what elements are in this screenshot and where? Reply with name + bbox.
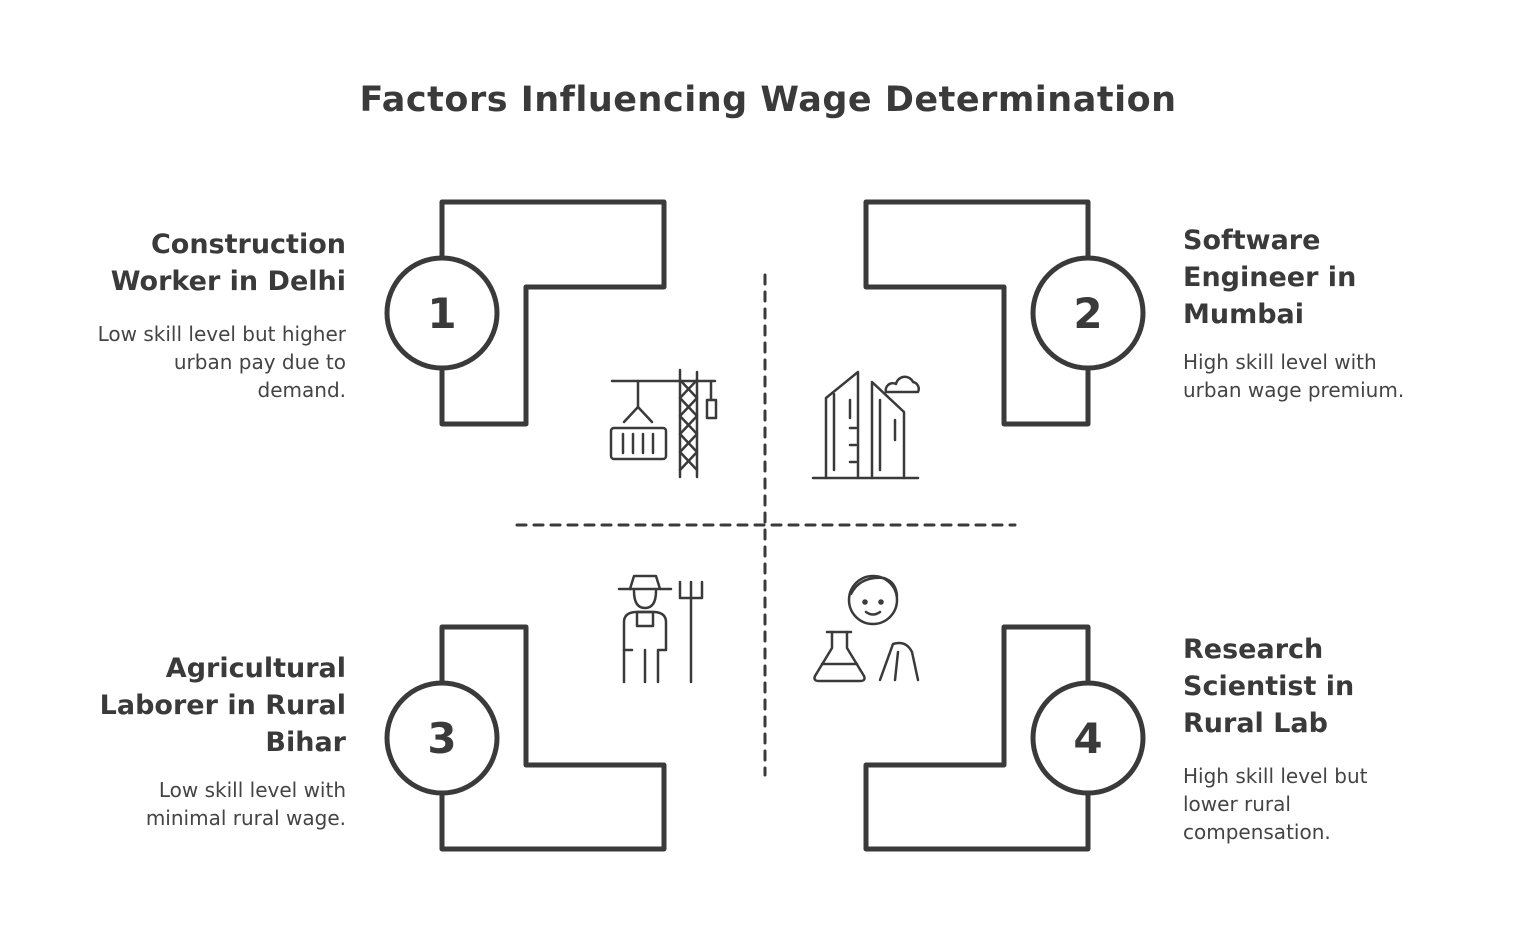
number-circle-2 — [1030, 255, 1146, 371]
number-circle-4 — [1030, 680, 1146, 796]
number-label-2: 2 — [1073, 289, 1102, 338]
quadrant-1-heading: Construction Worker in Delhi — [110, 229, 346, 297]
quadrant-3-description: Low skill level with minimal rural wage. — [145, 778, 346, 830]
l-frame-2 — [863, 199, 1091, 427]
city-buildings-icon — [811, 370, 920, 480]
scientist-flask-icon — [813, 574, 920, 683]
quadrant-2-heading: Software Engineer in Mumbai — [1183, 225, 1357, 330]
quadrant-2-description: High skill level with urban wage premium… — [1183, 350, 1405, 402]
quadrant-4-description: High skill level but lower rural compens… — [1183, 764, 1368, 844]
number-label-4: 4 — [1073, 714, 1102, 763]
farmer-pitchfork-icon — [617, 574, 704, 684]
number-label-1: 1 — [427, 289, 456, 338]
construction-crane-icon — [609, 368, 718, 479]
number-circle-1 — [384, 255, 500, 371]
quadrant-1-description: Low skill level but higher urban pay due… — [97, 322, 346, 402]
quadrant-3-heading: Agricultural Laborer in Rural Bihar — [99, 653, 346, 758]
l-frame-3 — [439, 624, 667, 852]
quadrant-4-heading: Research Scientist in Rural Lab — [1183, 634, 1355, 739]
l-frame-1 — [439, 199, 667, 427]
l-frame-4 — [863, 624, 1091, 852]
number-circle-3 — [384, 680, 500, 796]
number-label-3: 3 — [427, 714, 456, 763]
diagram-title: Factors Influencing Wage Determination — [359, 80, 1177, 120]
